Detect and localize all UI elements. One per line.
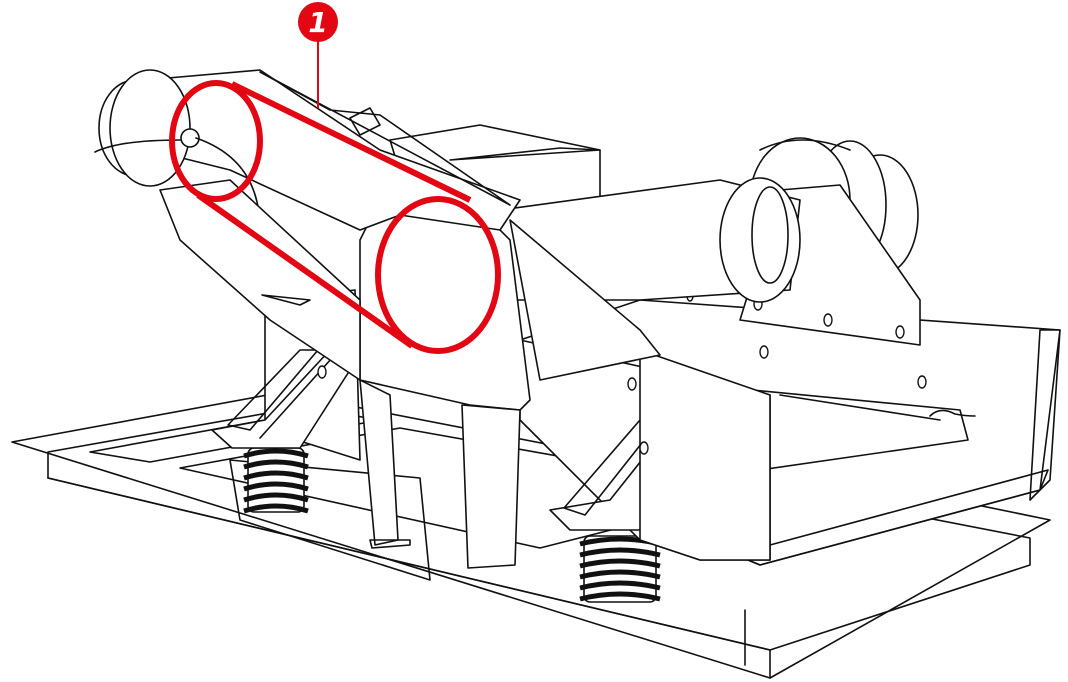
belt-lower-run — [196, 192, 414, 349]
drive-pulley-small — [169, 80, 263, 202]
spring-left-coils — [243, 448, 309, 514]
center-support-bracket — [549, 349, 771, 561]
drive-pulley-large — [375, 196, 501, 354]
belt-guard-arm — [144, 69, 521, 231]
callout-1: 1 — [298, 2, 338, 108]
belt-upper-run — [230, 81, 472, 203]
spring-right — [579, 535, 661, 603]
callout-marker — [298, 2, 338, 42]
motor-pulley-cap — [94, 69, 200, 187]
drive-belt — [169, 80, 501, 354]
drive-yoke — [359, 184, 661, 569]
callout-number: 1 — [308, 6, 327, 39]
spring-right-coils — [579, 536, 661, 602]
lower-guard-plate — [159, 179, 361, 381]
spring-left — [243, 447, 309, 514]
